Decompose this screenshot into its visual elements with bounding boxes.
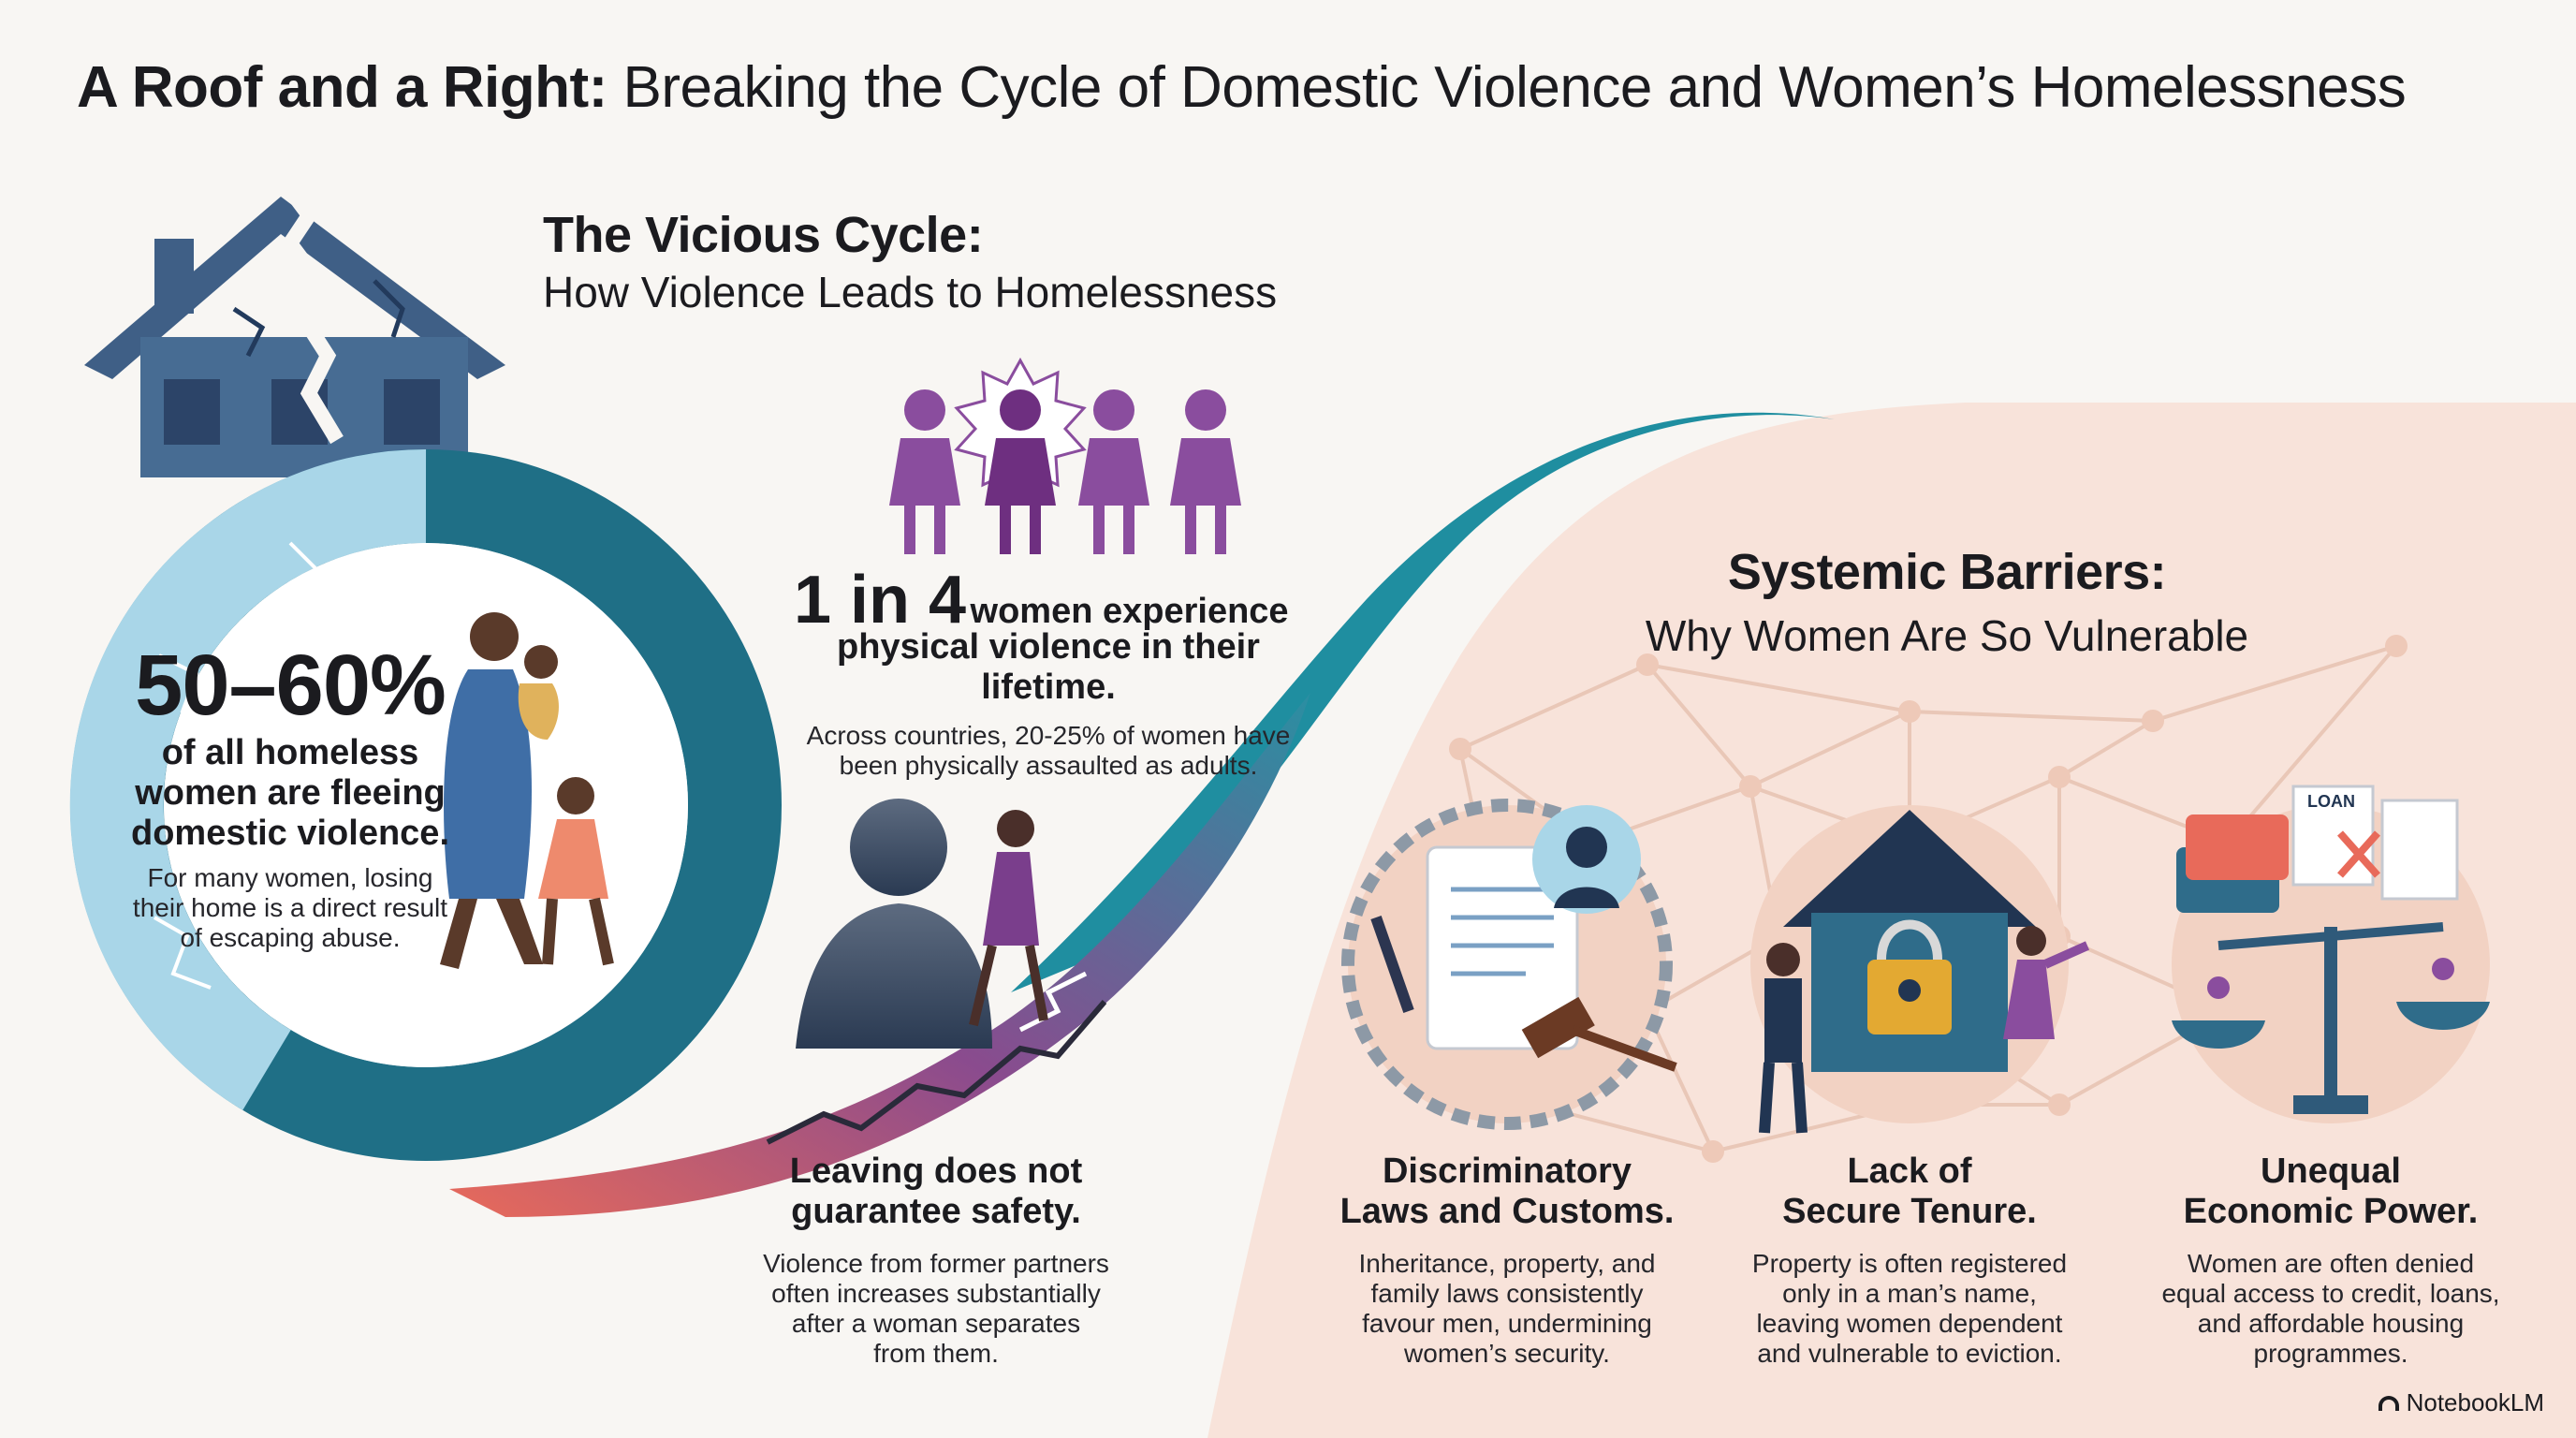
title-rest: Breaking the Cycle of Domestic Violence … — [622, 55, 2407, 120]
barrier-tenure-desc2: only in a man’s name, — [1782, 1279, 2037, 1308]
stat-violence-headline: 1 in 4 women experience — [794, 562, 1289, 638]
barrier-item-economic: Unequal Economic Power. Women are often … — [2134, 1152, 2527, 1369]
barrier-circle-tenure — [1750, 805, 2090, 1134]
stat-violence-text2: physical violence in their lifetime. — [837, 627, 1260, 707]
barriers-subheading: Why Women Are So Vulnerable — [1645, 611, 2249, 660]
barrier-tenure-title1: Lack of — [1847, 1152, 1972, 1191]
cycle-subheading: How Violence Leads to Homelessness — [543, 268, 1278, 316]
barrier-economic-title2: Economic Power. — [2183, 1192, 2479, 1231]
barrier-laws-desc2: family laws consistently — [1370, 1279, 1644, 1308]
barrier-laws-desc3: favour men, undermining — [1362, 1309, 1652, 1338]
stat-homeless-note1: For many women, losing — [147, 863, 433, 892]
notebooklm-icon — [2378, 1395, 2399, 1411]
stat-homeless: 50–60% of all homeless women are fleeing… — [112, 637, 468, 953]
barriers-heading: Systemic Barriers: — [1727, 544, 2167, 600]
barrier-tenure-desc4: and vulnerable to eviction. — [1757, 1339, 2062, 1368]
stat-homeless-line3: domestic violence. — [130, 814, 449, 853]
loan-document-label: LOAN — [2307, 792, 2355, 811]
barrier-tenure-title2: Secure Tenure. — [1782, 1192, 2037, 1231]
stat-homeless-note3: of escaping abuse. — [180, 923, 401, 952]
stat-homeless-note2: their home is a direct result — [132, 893, 448, 922]
barrier-economic-desc3: and affordable housing — [2197, 1309, 2465, 1338]
barrier-laws-desc4: women’s security. — [1404, 1339, 1610, 1368]
broken-house-icon — [84, 173, 505, 477]
barrier-item-tenure: Lack of Secure Tenure. Property is often… — [1722, 1152, 2097, 1369]
donut-ring — [69, 449, 782, 1161]
barrier-economic-desc2: equal access to credit, loans, — [2161, 1279, 2500, 1308]
barrier-circle-economic — [2172, 785, 2490, 1123]
stat-violence-text1: women experience — [970, 592, 1289, 631]
barriers-header: Systemic Barriers: Why Women Are So Vuln… — [1591, 543, 2303, 661]
stat-homeless-line1: of all homeless — [161, 733, 419, 772]
leaving-note4: from them. — [873, 1339, 999, 1368]
barrier-economic-desc1: Women are often denied — [2187, 1249, 2475, 1278]
mother-children-illustration — [440, 612, 614, 969]
title-bold: A Roof and a Right: — [77, 55, 607, 120]
page-title: A Roof and a Right: Breaking the Cycle o… — [77, 54, 2407, 121]
stat-violence-note2: been physically assaulted as adults. — [839, 751, 1258, 780]
brand-name: NotebookLM — [2406, 1388, 2544, 1416]
barrier-economic-desc4: programmes. — [2253, 1339, 2408, 1368]
stat-homeless-line2: women are fleeing — [135, 773, 446, 813]
stat-homeless-value: 50–60% — [135, 638, 446, 733]
walking-woman-figure — [969, 810, 1048, 1027]
leaving-caption: Leaving does not guarantee safety. Viole… — [730, 1152, 1142, 1369]
barrier-tenure-desc3: leaving women dependent — [1756, 1309, 2063, 1338]
road-crack — [766, 1000, 1107, 1145]
leaving-note1: Violence from former partners — [763, 1249, 1109, 1278]
leaving-title2: guarantee safety. — [791, 1192, 1081, 1231]
barrier-item-laws: Discriminatory Laws and Customs. Inherit… — [1320, 1152, 1694, 1369]
barrier-circle-laws — [1341, 799, 1677, 1130]
barrier-laws-title1: Discriminatory — [1382, 1152, 1632, 1191]
teal-swoosh — [1011, 412, 1835, 992]
barrier-laws-title2: Laws and Customs. — [1339, 1192, 1675, 1231]
stat-violence-note1: Across countries, 20-25% of women have — [806, 721, 1291, 750]
cycle-heading: The Vicious Cycle: — [543, 207, 984, 263]
shadow-man-figure — [796, 799, 992, 1049]
barrier-laws-desc1: Inheritance, property, and — [1358, 1249, 1656, 1278]
barrier-tenure-desc1: Property is often registered — [1751, 1249, 2068, 1278]
barrier-economic-title1: Unequal — [2261, 1152, 2401, 1191]
leaving-note3: after a woman separates — [791, 1309, 1081, 1338]
stat-violence-details: physical violence in their lifetime. Acr… — [768, 627, 1329, 781]
leaving-note2: often increases substantially — [771, 1279, 1101, 1308]
women-icons — [889, 357, 1241, 554]
stat-violence-big: 1 in 4 — [794, 563, 967, 638]
leaving-title1: Leaving does not — [789, 1152, 1083, 1191]
brand-logo: NotebookLM — [2378, 1388, 2544, 1417]
